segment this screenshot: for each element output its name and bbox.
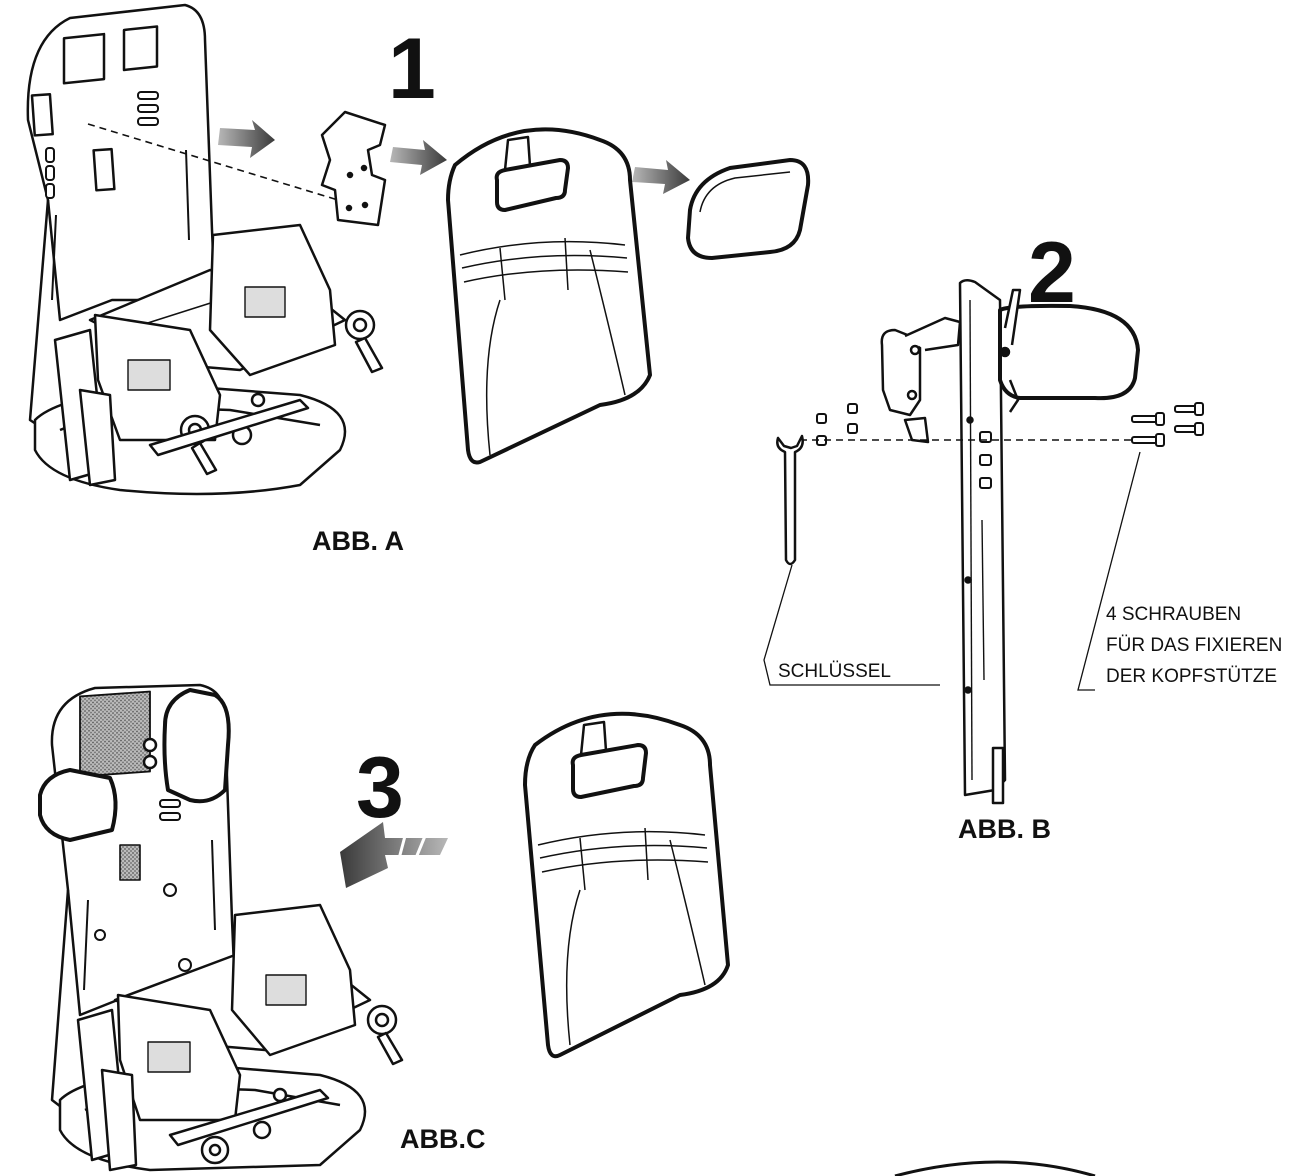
screws-label-line-2: FÜR DAS FIXIEREN xyxy=(1106,635,1282,656)
direction-arrow-1c xyxy=(632,160,690,194)
back-cushion-bottom xyxy=(523,711,730,1059)
alignment-line-a xyxy=(87,123,339,201)
figure-label-a: ABB. A xyxy=(312,526,404,556)
seat-frame-c xyxy=(38,683,404,1172)
figure-label-c: ABB.C xyxy=(400,1124,486,1154)
step-number-3: 3 xyxy=(356,740,404,836)
screws-label-line-1: 4 SCHRAUBEN xyxy=(1106,604,1241,625)
wrench-label: SCHLÜSSEL xyxy=(778,661,891,682)
step-number-1: 1 xyxy=(388,21,436,117)
headrest-pad-icon xyxy=(685,157,811,261)
direction-arrow-1a xyxy=(218,120,275,158)
figure-label-b: ABB. B xyxy=(958,814,1051,844)
wrench-icon xyxy=(776,434,804,566)
rail-assembly-b xyxy=(816,279,1204,805)
step-number-2: 2 xyxy=(1028,225,1076,321)
seat-frame-a xyxy=(26,3,384,496)
mounting-bracket-icon xyxy=(320,110,387,227)
decorative-arc xyxy=(894,1160,1096,1176)
callout-leaders xyxy=(763,451,1141,691)
screws-label-line-3: DER KOPFSTÜTZE xyxy=(1106,666,1277,687)
direction-arrow-1b xyxy=(390,140,447,175)
direction-arrow-3 xyxy=(340,822,448,888)
back-cushion-top xyxy=(446,127,652,465)
